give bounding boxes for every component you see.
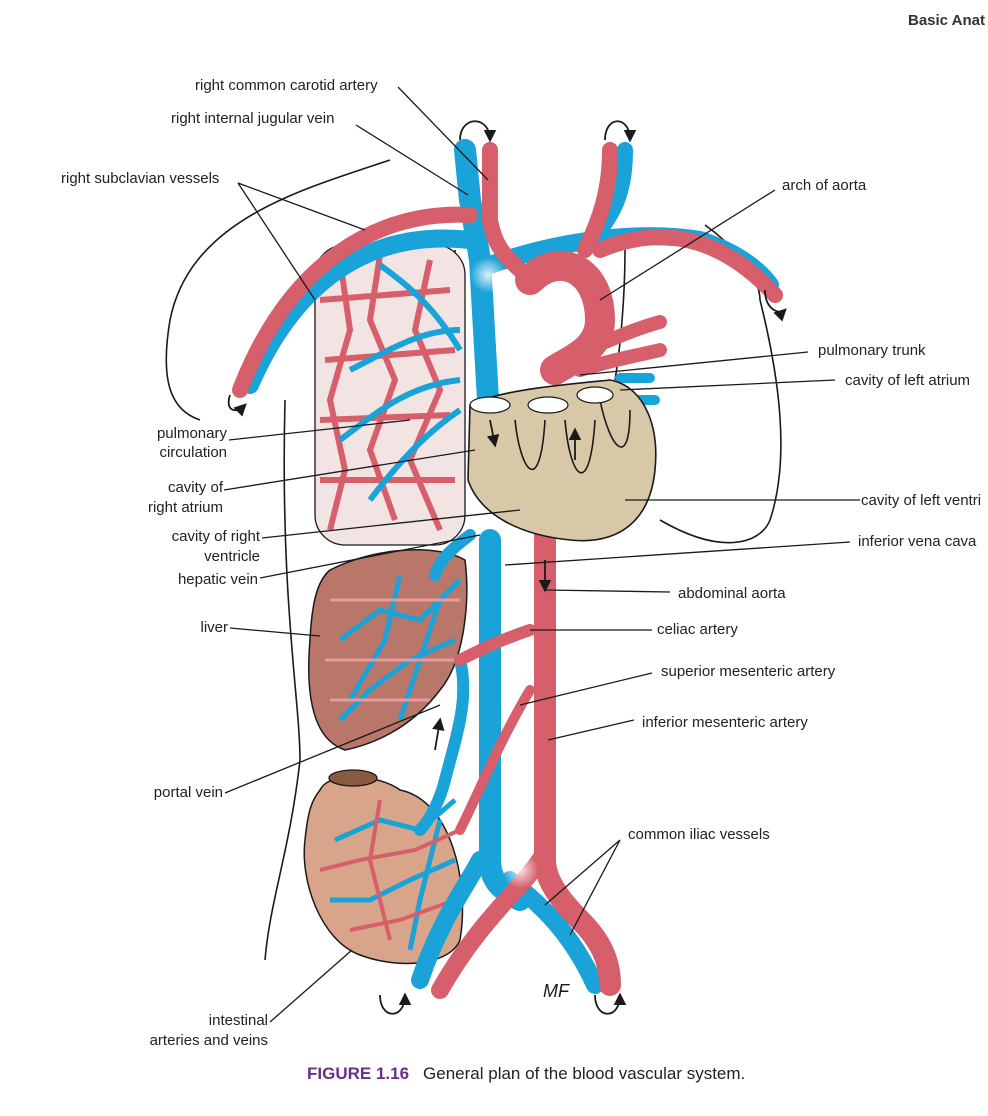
illustrator-signature: MF — [543, 981, 570, 1001]
label-right-internal-jugular-vein: right internal jugular vein — [171, 110, 335, 127]
label-cavity-right-atrium-2: right atrium — [147, 499, 223, 516]
outline-left-side — [264, 399, 301, 961]
label-portal-vein: portal vein — [153, 784, 223, 801]
right-subclavian-artery — [232, 206, 478, 398]
superior-vena-cava — [454, 139, 499, 411]
outline-right-side — [659, 299, 782, 544]
label-inferior-mesenteric-artery: inferior mesenteric artery — [642, 714, 808, 731]
label-superior-mesenteric-artery: superior mesenteric artery — [661, 663, 836, 680]
celiac-artery-path — [454, 624, 536, 666]
intestine-opening — [328, 769, 378, 787]
left-carotid — [577, 142, 618, 258]
flow-arrows — [227, 120, 787, 1015]
leader-lines — [223, 86, 860, 1023]
label-arch-of-aorta: arch of aorta — [782, 177, 867, 194]
arterial-system — [232, 142, 783, 999]
liver — [308, 549, 468, 751]
septum-2 — [564, 419, 596, 474]
outline-left-shoulder — [165, 159, 391, 421]
label-liver: liver — [200, 619, 228, 636]
label-cavity-of-left-ventricle: cavity of left ventri — [861, 492, 982, 509]
pulmonary-network — [314, 244, 466, 546]
outline-lung-right — [614, 249, 626, 381]
label-pulmonary-circulation-1: pulmonary — [156, 425, 227, 442]
running-header: Basic Anat — [908, 12, 985, 29]
septum-1 — [514, 419, 546, 471]
label-celiac-artery: celiac artery — [657, 621, 738, 638]
label-pulmonary-trunk: pulmonary trunk — [818, 342, 926, 359]
right-carotid — [482, 142, 528, 278]
label-cavity-of-left-atrium: cavity of left atrium — [845, 372, 971, 389]
figure-number: FIGURE 1.16 — [307, 1064, 410, 1083]
label-cavity-right-ventricle-1: cavity of right — [171, 528, 260, 545]
septum-3 — [599, 399, 631, 448]
abdominal-aorta-path — [534, 499, 621, 996]
label-intestinal-2: arteries and veins — [149, 1032, 268, 1049]
label-cavity-right-atrium-1: cavity of — [167, 479, 223, 496]
label-hepatic-vein: hepatic vein — [177, 571, 258, 588]
label-pulmonary-circulation-2: circulation — [159, 444, 227, 461]
heart — [467, 379, 657, 542]
right-subclavian-vein — [241, 229, 479, 394]
label-cavity-right-ventricle-2: ventricle — [204, 548, 260, 565]
superior-mesenteric-path — [455, 685, 535, 835]
left-subclavian-artery — [592, 229, 783, 303]
label-intestinal-1: intestinal — [208, 1012, 268, 1029]
portal-vein-path — [414, 654, 470, 836]
left-iliac-vein — [411, 851, 489, 989]
pulmonary-trunk-path — [553, 315, 667, 377]
figure-caption-text: General plan of the blood vascular syste… — [423, 1064, 746, 1083]
label-abdominal-aorta: abdominal aorta — [678, 585, 786, 602]
label-inferior-vena-cava: inferior vena cava — [858, 533, 977, 550]
label-right-common-carotid-artery: right common carotid artery — [195, 77, 378, 94]
hepatic-vein-path — [429, 529, 476, 581]
label-common-iliac-vessels: common iliac vessels — [628, 826, 770, 843]
figure-caption: FIGURE 1.16 General plan of the blood vas… — [307, 1064, 745, 1084]
label-right-subclavian-vessels: right subclavian vessels — [61, 170, 220, 187]
